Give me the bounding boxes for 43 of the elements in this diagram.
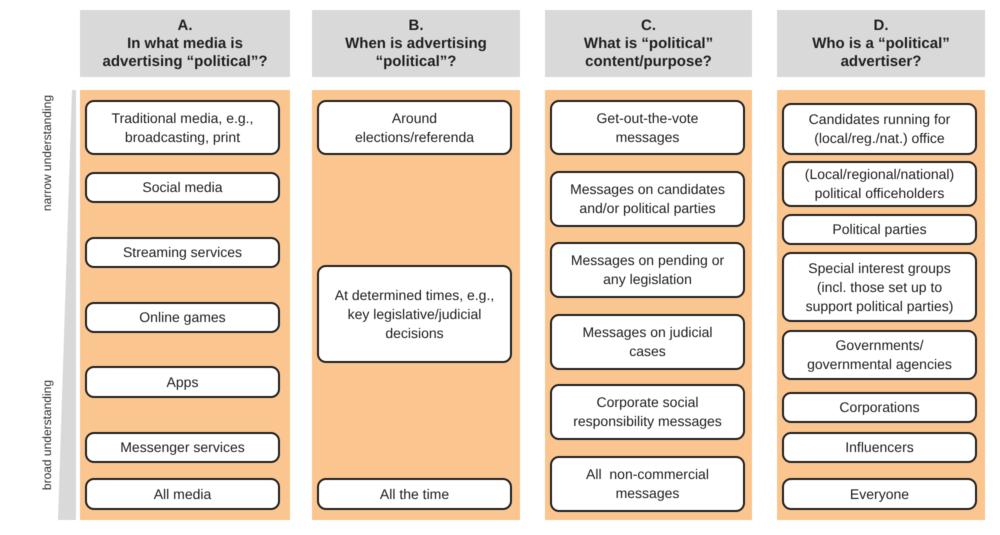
category-box: Apps [85,366,280,398]
column-header [80,10,290,77]
category-box: Messenger services [85,432,280,463]
category-box: Streaming services [85,237,280,268]
category-box: Influencers [782,432,977,463]
column-letter: A. [178,16,192,34]
column-letter: C. [641,16,656,34]
column-question: In what media is advertising “political”? [101,34,269,70]
column-header [545,10,752,77]
category-box: Messages on judicial cases [550,314,745,370]
category-box: Online games [85,302,280,333]
category-box: All the time [317,478,512,510]
category-box: Political parties [782,214,977,245]
column-question: What is “political” content/purpose? [582,34,714,70]
scale-label: broad understanding [40,380,54,490]
category-box: (Local/regional/national) political officeholders [782,161,977,207]
category-box: Corporations [782,392,977,423]
category-box: Around elections/referenda [317,100,512,155]
scale-wedge [58,90,76,520]
category-box: Special interest groups (incl. those set up to support political parties) [782,252,977,322]
category-box: All non-commercial messages [550,456,745,512]
category-box: Candidates running for (local/reg./nat.) office [782,103,977,155]
category-box: Messages on pending or any legislation [550,242,745,298]
category-box: Get-out-the-vote messages [550,100,745,155]
category-box: Traditional media, e.g., broadcasting, print [85,100,280,155]
column-panel [777,90,985,520]
column-panel [80,90,290,520]
column-question: Who is a “political” advertiser? [811,34,951,70]
category-box: Governments/ governmental agencies [782,330,977,380]
column-header [777,10,985,77]
category-box: Everyone [782,478,977,510]
column-panel [545,90,752,520]
category-box: At determined times, e.g., key legislative/judicial decisions [317,265,512,363]
column-header [312,10,520,77]
category-box: Social media [85,172,280,203]
column-question: When is advertising “political”? [344,34,488,70]
scale-label: narrow understanding [40,95,54,212]
category-box: Corporate social responsibility messages [550,384,745,440]
category-box: All media [85,478,280,510]
column-letter: B. [408,16,424,34]
column-panel [312,90,520,520]
category-box: Messages on candidates and/or political parties [550,171,745,227]
column-letter: D. [874,16,888,34]
